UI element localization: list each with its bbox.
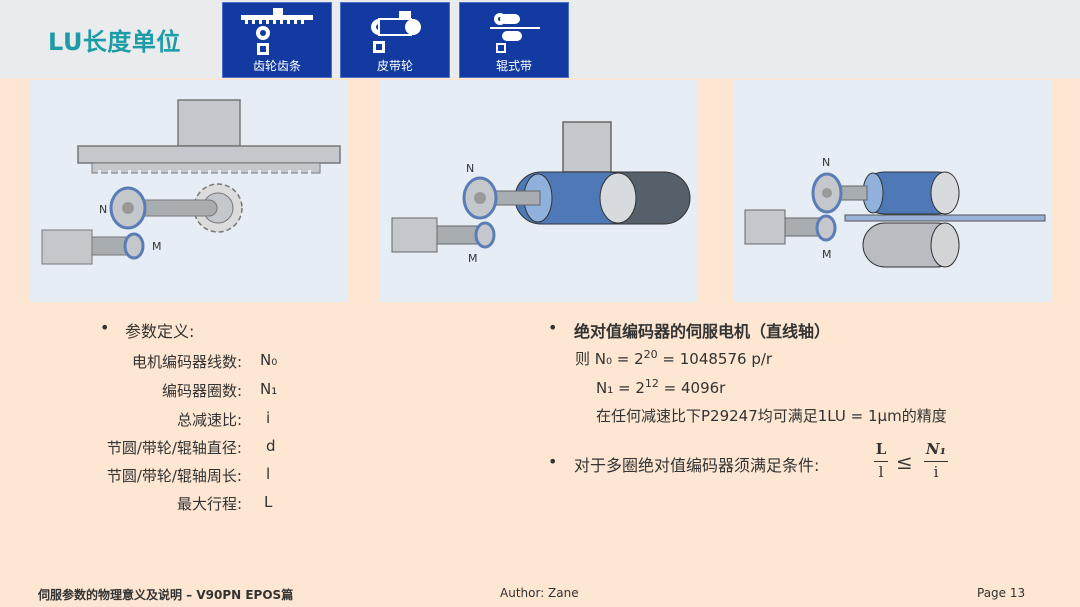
bullet-dot: •: [548, 318, 558, 337]
tab-belt-pulley[interactable]: 皮带轮: [340, 2, 450, 78]
fraction-bar: [924, 461, 948, 462]
formula-suffix: = 1048576 p/r: [657, 350, 773, 368]
n-label: N: [99, 203, 107, 216]
definition-value: N₀: [260, 351, 278, 369]
m-label: M: [152, 240, 162, 253]
tab-label: 皮带轮: [376, 59, 413, 73]
tab-label: 辊式带: [495, 59, 532, 73]
definition-key: 编码器圈数:: [161, 382, 242, 400]
gear-rack-icon: [241, 8, 313, 55]
definition-key: 节圆/带轮/辊轴周长:: [106, 467, 242, 485]
footer-author: Author: Zane: [500, 586, 579, 600]
rack-pinion-diagram: N M: [30, 80, 348, 302]
definition-value: l: [266, 465, 271, 483]
condition-formula: L l ≤ N₁ i: [870, 440, 960, 484]
n-label: N: [466, 162, 474, 175]
fraction-denominator: l: [878, 463, 884, 481]
n-label: N: [822, 156, 830, 169]
roller-belt-icon: [490, 13, 540, 53]
leq-symbol: ≤: [896, 450, 913, 474]
definition-key: 总减速比:: [176, 411, 242, 429]
formula-base: 2: [635, 379, 645, 397]
encoder-heading: 绝对值编码器的伺服电机（直线轴）: [574, 322, 831, 341]
precision-note: 在任何减速比下P29247均可满足1LU = 1μm的精度: [596, 407, 947, 425]
page-number: Page 13: [977, 586, 1026, 600]
bullet-dot: •: [548, 452, 558, 471]
definition-value: d: [266, 437, 276, 455]
m-label: M: [468, 252, 478, 265]
definition-row: 电机编码器线数: N₀: [0, 351, 400, 371]
formula-exponent: 20: [643, 348, 658, 361]
definition-row: 节圆/带轮/辊轴直径: d: [0, 437, 400, 457]
roller-belt-diagram: N M: [733, 80, 1051, 302]
formula-suffix: = 4096r: [658, 379, 726, 397]
formula-prefix: 则 N₀ =: [575, 350, 635, 368]
fraction-numerator: L: [875, 440, 887, 458]
fraction-numerator: N₁: [925, 440, 947, 458]
n1-formula: N₁ = 212 = 4096r: [596, 377, 725, 397]
belt-pulley-icon: [371, 11, 421, 53]
m-label: M: [822, 248, 832, 261]
definition-key: 节圆/带轮/辊轴直径:: [106, 439, 242, 457]
fraction-denominator: i: [933, 463, 939, 481]
bullet-dot: •: [100, 318, 110, 337]
definition-row: 节圆/带轮/辊轴周长: l: [0, 465, 400, 485]
fraction-bar: [874, 461, 888, 462]
definition-row: 编码器圈数: N₁: [0, 380, 400, 400]
formula-prefix: N₁ =: [596, 379, 636, 397]
page-title: LU长度单位: [48, 28, 181, 56]
definition-row: 总减速比: i: [0, 409, 400, 429]
n0-formula: 则 N₀ = 220 = 1048576 p/r: [575, 348, 772, 369]
formula-base: 2: [634, 350, 644, 368]
definition-row: 最大行程: L: [0, 493, 400, 513]
belt-pulley-diagram: N M: [380, 80, 698, 302]
tab-label: 齿轮齿条: [252, 59, 301, 73]
footer-title: 伺服参数的物理意义及说明 – V90PN EPOS篇: [38, 588, 294, 602]
definition-value: i: [266, 409, 271, 427]
condition-text: 对于多圈绝对值编码器须满足条件:: [574, 456, 820, 475]
formula-exponent: 12: [644, 377, 659, 390]
definition-value: L: [264, 493, 273, 511]
tab-roller-belt[interactable]: 辊式带: [459, 2, 569, 78]
tab-gear-rack[interactable]: 齿轮齿条: [222, 2, 332, 78]
definition-key: 最大行程:: [176, 495, 242, 513]
definition-heading: 参数定义:: [125, 322, 195, 341]
definition-key: 电机编码器线数:: [131, 353, 242, 371]
definition-value: N₁: [260, 380, 278, 398]
